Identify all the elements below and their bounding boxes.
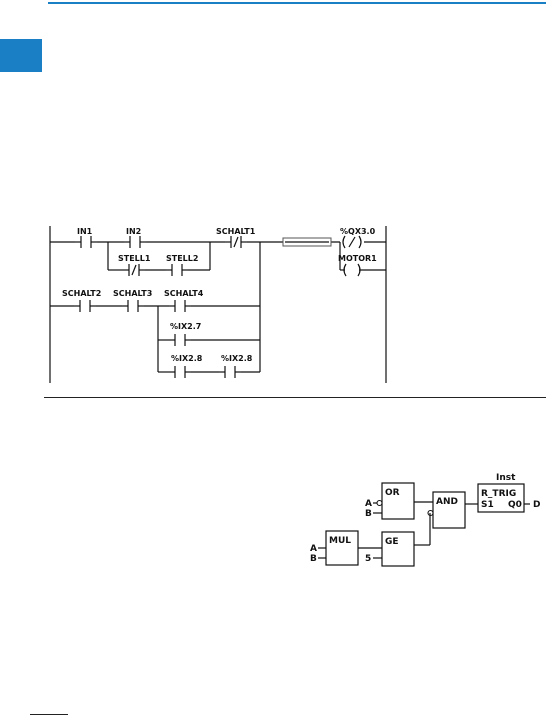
output-d: D xyxy=(533,500,540,510)
label-schalt4: SCHALT4 xyxy=(164,289,204,298)
rtrig-instance: Inst xyxy=(496,473,516,483)
top-accent-rule xyxy=(48,2,546,4)
block-and-label: AND xyxy=(436,497,458,507)
label-ix28b: %IX2.8 xyxy=(221,354,253,363)
contact-schalt3 xyxy=(122,300,144,312)
or-input-b: B xyxy=(365,509,372,519)
label-motor1: MOTOR1 xyxy=(338,254,377,263)
rtrig-output-pin: Q0 xyxy=(508,500,522,510)
block-mul-label: MUL xyxy=(329,536,351,546)
label-schalt2: SCHALT2 xyxy=(62,289,101,298)
contact-stell1 xyxy=(123,264,145,276)
label-qx30: %QX3.0 xyxy=(340,227,376,236)
rtrig-input-pin: S1 xyxy=(481,500,494,510)
coil-qx30 xyxy=(342,235,362,249)
block-rtrig xyxy=(477,483,525,513)
label-schalt3: SCHALT3 xyxy=(113,289,152,298)
contact-in2 xyxy=(124,236,146,248)
label-ix27: %IX2.7 xyxy=(170,322,201,331)
or-input-negation xyxy=(376,499,383,507)
contact-ix27 xyxy=(169,334,191,346)
contact-schalt2 xyxy=(74,300,96,312)
block-or xyxy=(381,482,415,520)
contact-in1 xyxy=(75,236,97,248)
block-and xyxy=(432,491,466,529)
page-side-tab xyxy=(0,39,42,72)
label-stell1: STELL1 xyxy=(118,254,151,263)
block-or-label: OR xyxy=(385,488,400,498)
label-ix28a: %IX2.8 xyxy=(171,354,203,363)
footnote-rule xyxy=(30,714,68,715)
label-schalt1: SCHALT1 xyxy=(216,227,256,236)
contact-ix28b xyxy=(219,366,241,378)
coil-motor1 xyxy=(343,263,361,277)
contact-stell2 xyxy=(166,264,188,276)
section-divider xyxy=(44,397,546,398)
or-input-a: A xyxy=(365,499,372,509)
ge-const: 5 xyxy=(365,554,371,564)
contact-schalt1 xyxy=(225,236,247,248)
contact-ix28a xyxy=(169,366,191,378)
label-in1: IN1 xyxy=(77,227,93,236)
label-stell2: STELL2 xyxy=(166,254,198,263)
block-ge-label: GE xyxy=(385,537,399,547)
label-in2: IN2 xyxy=(126,227,141,236)
mul-input-b: B xyxy=(310,554,317,564)
mul-input-a: A xyxy=(310,544,317,554)
contact-schalt4 xyxy=(169,300,191,312)
block-ge xyxy=(381,531,415,567)
rtrig-title: R_TRIG xyxy=(481,489,516,499)
